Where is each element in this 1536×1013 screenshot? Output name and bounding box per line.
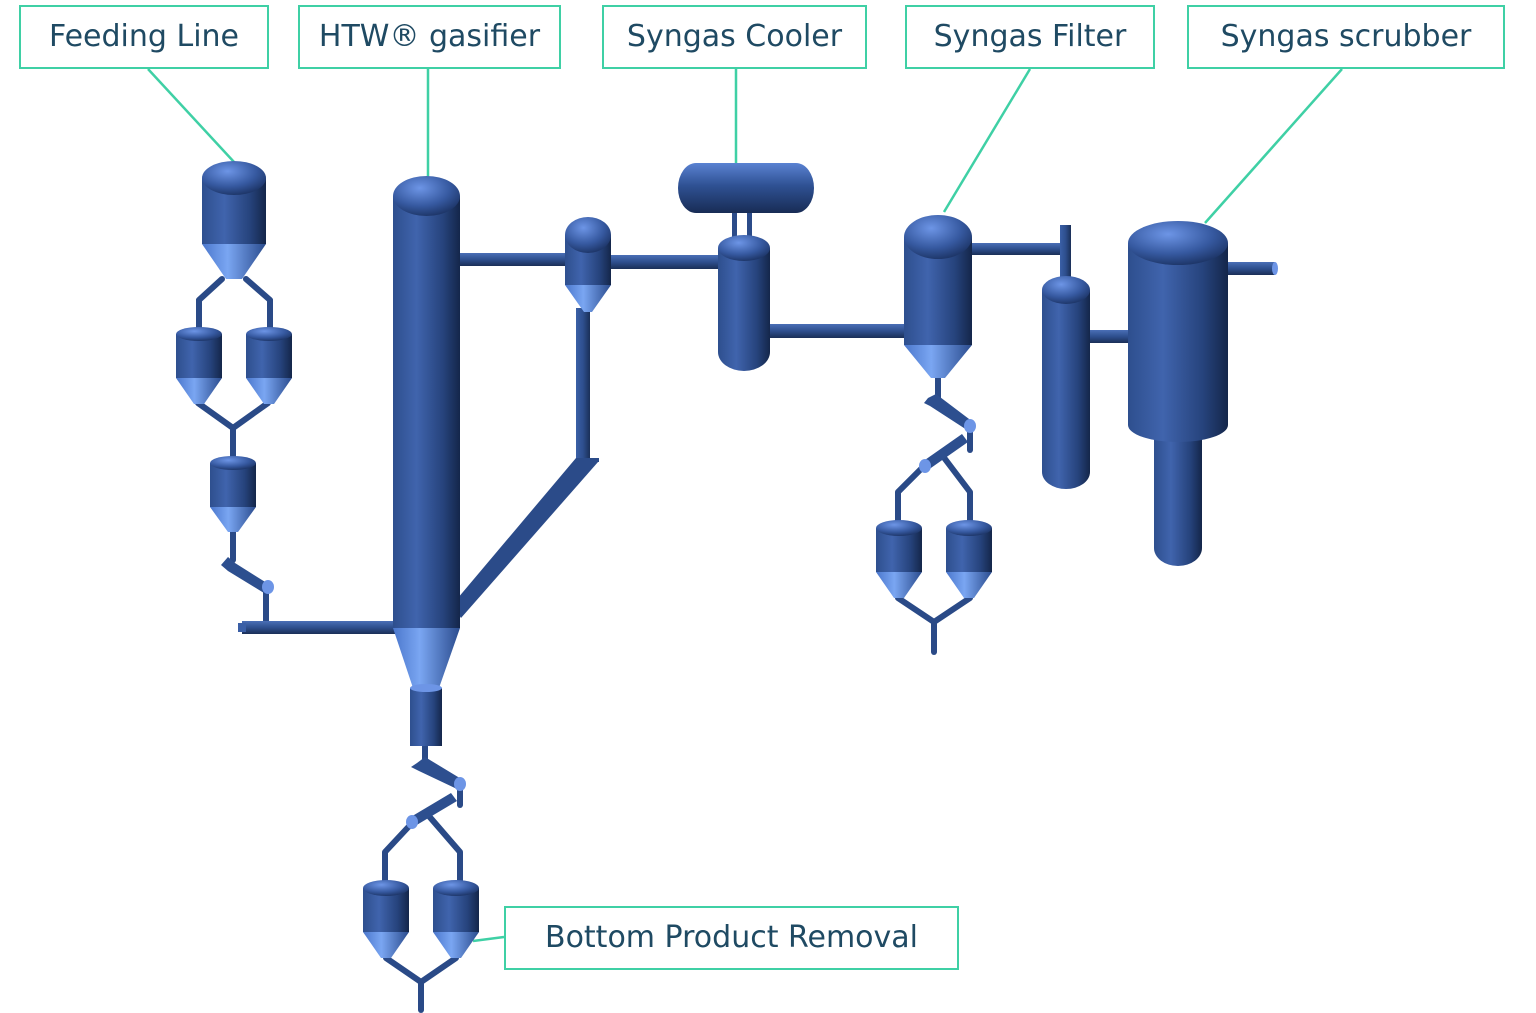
filter-lock-hopper-left [876, 520, 922, 598]
pipes [195, 213, 1278, 1013]
leader-filter [942, 68, 1032, 213]
feed-hopper [202, 161, 266, 279]
label-bottom-product-removal-text: Bottom Product Removal [544, 920, 919, 955]
label-syngas-filter-text: Syngas Filter [933, 19, 1127, 54]
intermediate-column [1042, 276, 1090, 489]
label-htw-gasifier-text: HTW® gasifier [318, 19, 541, 54]
label-feeding-line-text: Feeding Line [48, 19, 240, 54]
leader-lines [147, 68, 1343, 943]
label-feeding-line: Feeding Line [19, 5, 269, 69]
screw-feeder [221, 557, 274, 594]
cyclone [565, 217, 611, 312]
label-bottom-product-removal: Bottom Product Removal [504, 906, 959, 970]
label-htw-gasifier: HTW® gasifier [298, 5, 561, 69]
feeding-line-pipes [195, 276, 273, 625]
bottom-lock-hopper-left [363, 880, 409, 958]
syngas-cooler-drum [678, 163, 814, 213]
htw-gasifier [393, 176, 460, 746]
syngas-cooler-vessel [718, 235, 770, 371]
syngas-scrubber [1128, 221, 1228, 566]
bottom-lock-hopper-right [433, 880, 479, 958]
leader-scrubber [1204, 68, 1343, 224]
filter-lock-hopper-right [946, 520, 992, 598]
label-syngas-cooler-text: Syngas Cooler [626, 19, 843, 54]
label-syngas-cooler: Syngas Cooler [602, 5, 867, 69]
leader-feeding [147, 68, 235, 163]
bottom-product-removal-equipment [363, 757, 479, 958]
syngas-cooler [678, 163, 814, 371]
feeding-line-equipment [176, 161, 292, 594]
label-syngas-scrubber: Syngas scrubber [1187, 5, 1505, 69]
label-syngas-scrubber-text: Syngas scrubber [1220, 19, 1472, 54]
syngas-filter [876, 215, 992, 598]
label-syngas-filter: Syngas Filter [905, 5, 1155, 69]
leader-bottom [472, 935, 505, 943]
lock-hopper-right [246, 327, 292, 404]
feed-vessel [210, 456, 256, 532]
lock-hopper-left [176, 327, 222, 404]
